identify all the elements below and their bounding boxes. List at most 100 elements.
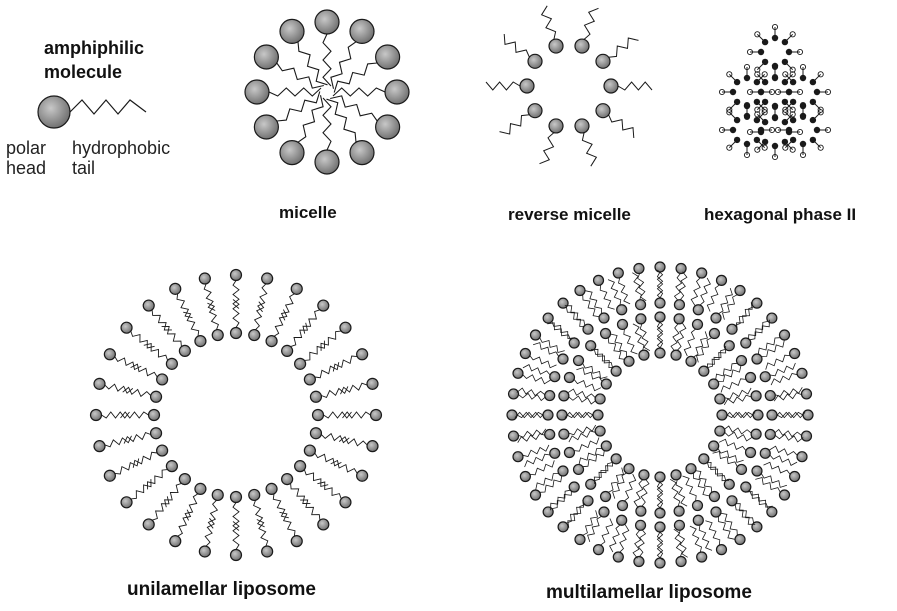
hydrophobic-tail xyxy=(716,363,738,381)
polar-head-label-line1: polar xyxy=(6,138,46,159)
polar-head xyxy=(318,300,329,311)
hydrophobic-tail xyxy=(585,291,601,314)
polar-head xyxy=(318,519,329,530)
polar-head xyxy=(735,285,745,295)
polar-head xyxy=(753,410,763,420)
polar-head xyxy=(151,391,162,402)
hydrophobic-tail xyxy=(321,434,349,443)
multilamellar-liposome-diagram xyxy=(507,262,813,568)
hydrophobic-tail xyxy=(233,281,239,309)
hydrophobic-tail xyxy=(757,142,765,150)
polar-head xyxy=(357,349,368,360)
hydrophobic-tail xyxy=(735,505,755,525)
polar-head xyxy=(736,356,746,366)
hydrophobic-tail xyxy=(609,38,639,57)
polar-head xyxy=(594,545,604,555)
polar-head xyxy=(170,283,181,294)
polar-head xyxy=(709,491,719,501)
hydrophobic-tail xyxy=(486,82,520,90)
micelle-diagram xyxy=(245,10,409,174)
polar-head xyxy=(752,466,762,476)
polar-head xyxy=(558,298,568,308)
hydrophobic-tail xyxy=(641,478,649,506)
polar-head xyxy=(549,39,563,53)
hydrophobic-tail xyxy=(233,300,239,328)
polar-head xyxy=(574,356,584,366)
hydrophobic-tail xyxy=(274,310,287,337)
polar-head xyxy=(752,522,762,532)
polar-head xyxy=(727,496,737,506)
hydrophobic-tail xyxy=(331,461,358,474)
polar-head xyxy=(38,96,70,128)
polar-head xyxy=(528,104,542,118)
polar-head xyxy=(513,368,523,378)
polar-head xyxy=(655,262,665,272)
polar-head xyxy=(765,429,775,439)
polar-head xyxy=(717,410,727,420)
polar-head xyxy=(715,426,725,436)
polar-head xyxy=(166,358,177,369)
hydrophobic-tail xyxy=(762,72,767,77)
polar-head xyxy=(350,141,374,165)
polar-head xyxy=(780,490,790,500)
hydrophobic-tail xyxy=(670,479,680,506)
polar-head xyxy=(295,461,306,472)
hydrophobic-tail xyxy=(633,530,641,558)
hydrophobic-tail xyxy=(255,302,264,330)
hydrophobic-tail xyxy=(813,74,821,82)
hydrophobic-tail xyxy=(583,363,608,378)
polar-head xyxy=(699,366,709,376)
hydrophobic-tail xyxy=(700,278,710,305)
polar-head xyxy=(295,358,306,369)
hydrophobic-tail xyxy=(677,323,686,351)
hydrophobic-tail xyxy=(618,82,652,90)
hydrophobic-tail xyxy=(725,432,753,441)
polar-head xyxy=(801,389,811,399)
hydrophobic-tail xyxy=(324,412,352,418)
hydrophobic-tail xyxy=(519,393,547,400)
hydrophobic-tail xyxy=(679,272,687,300)
polar-head xyxy=(151,428,162,439)
hydrophobic-tail xyxy=(569,425,596,435)
polar-head xyxy=(636,314,646,324)
hydrophobic-tail xyxy=(331,42,356,89)
polar-head xyxy=(166,461,177,472)
hydrophobic-tail xyxy=(790,32,795,37)
multilamellar-caption: multilamellar liposome xyxy=(546,582,752,604)
hydrophobic-tail xyxy=(569,396,597,404)
polar-head xyxy=(676,264,686,274)
polar-head xyxy=(655,522,665,532)
polar-head xyxy=(676,556,686,566)
hydrophobic-tail xyxy=(282,294,295,321)
hydrophobic-tail xyxy=(775,434,803,442)
polar-head xyxy=(549,119,563,133)
polar-head xyxy=(674,506,684,516)
hydrophobic-tail xyxy=(757,62,765,70)
hydrophobic-tail xyxy=(536,474,559,490)
polar-head xyxy=(280,19,304,43)
hydrophobic-tail xyxy=(583,449,605,467)
hydrophobic-tail xyxy=(718,365,741,381)
polar-head xyxy=(746,372,756,382)
polar-head xyxy=(617,501,627,511)
polar-head xyxy=(686,356,696,366)
polar-head xyxy=(310,428,321,439)
polar-head xyxy=(543,507,553,517)
polar-head xyxy=(249,330,260,341)
hydrophobic-tail xyxy=(269,88,321,96)
polar-head xyxy=(559,429,569,439)
polar-head xyxy=(711,507,721,517)
polar-head xyxy=(801,431,811,441)
polar-head xyxy=(545,429,555,439)
polar-head xyxy=(231,328,242,339)
polar-head xyxy=(639,350,649,360)
hydrophobic-tail xyxy=(694,471,712,493)
polar-head xyxy=(564,372,574,382)
hydrophobic-tail xyxy=(723,426,751,434)
unilamellar-caption: unilamellar liposome xyxy=(127,579,316,601)
polar-head xyxy=(751,391,761,401)
polar-head xyxy=(245,80,269,104)
hydrophobic-tail xyxy=(813,112,821,120)
hydrophobic-tail xyxy=(333,88,385,96)
polar-head xyxy=(231,270,242,281)
